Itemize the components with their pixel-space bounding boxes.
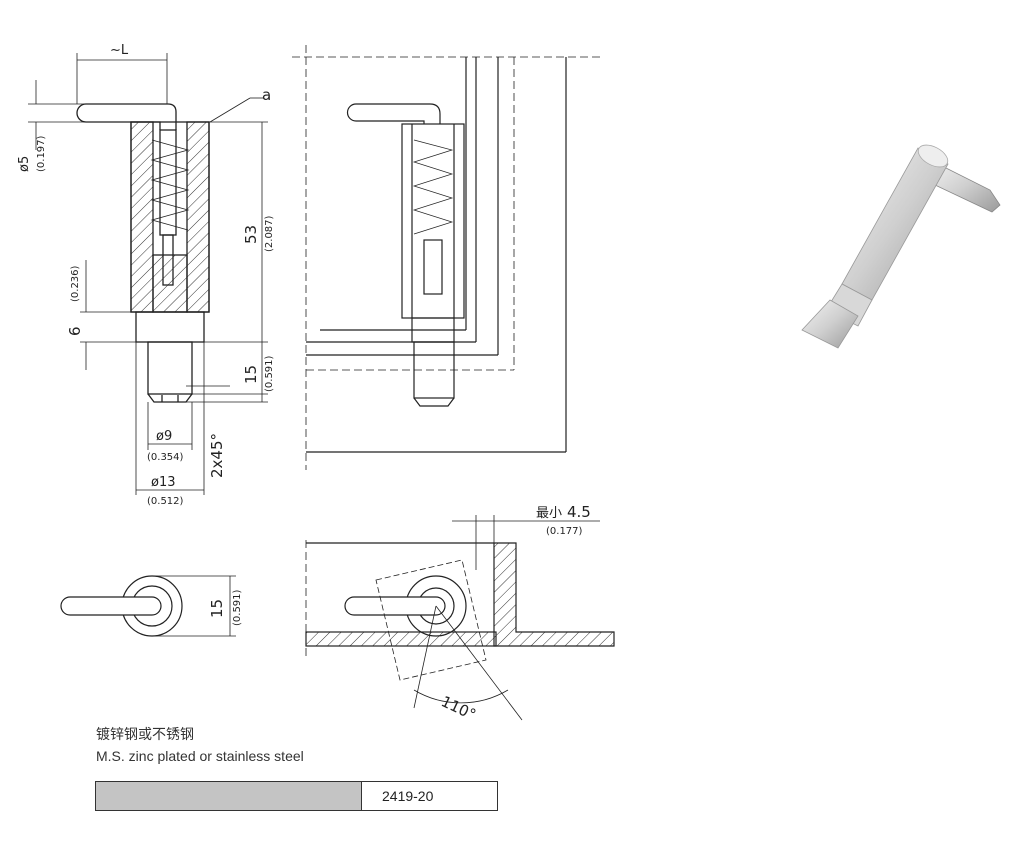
finish-swatch [96, 782, 362, 810]
dim-body-dia-in: (0.512) [147, 496, 184, 507]
dim-angle: 110° [438, 692, 478, 724]
dim-step: 6 [66, 326, 84, 336]
material-zh: 镀锌钢或不锈钢 [96, 726, 194, 742]
dim-tip-len-in: (0.591) [264, 355, 275, 392]
dim-callout-a: a [262, 86, 271, 104]
dim-length: ~L [110, 43, 129, 58]
dim-min-gap: 4.5 [567, 503, 591, 521]
dim-chamfer: 2x45° [208, 433, 226, 478]
dimension-lines-left [28, 53, 268, 495]
part-number-box: 2419-20 [95, 781, 498, 811]
dim-min-label: 最小 [536, 506, 562, 521]
dim-body-len-in: (2.087) [264, 215, 275, 252]
dim-step-in: (0.236) [70, 265, 81, 302]
dim-body-dia: ø13 [151, 475, 176, 490]
dim-flange-in: (0.591) [232, 589, 243, 626]
assembly-view [292, 45, 600, 470]
material-note: 镀锌钢或不锈钢 M.S. zinc plated or stainless st… [96, 724, 304, 764]
top-view [60, 575, 236, 637]
dim-tip-len: 15 [242, 365, 260, 384]
dim-tip-dia: ø9 [156, 429, 172, 444]
section-view [76, 103, 210, 403]
dim-pin-dia-in: (0.197) [36, 135, 47, 172]
install-view [305, 515, 615, 721]
part-number: 2419-20 [382, 788, 434, 804]
dim-body-len: 53 [242, 225, 260, 244]
dim-tip-dia-in: (0.354) [147, 452, 184, 463]
dim-pin-dia: ø5 [17, 156, 32, 172]
dim-min-gap-in: (0.177) [546, 526, 583, 537]
part-photo [801, 144, 1001, 349]
material-en: M.S. zinc plated or stainless steel [96, 748, 304, 764]
dim-flange: 15 [208, 599, 226, 618]
